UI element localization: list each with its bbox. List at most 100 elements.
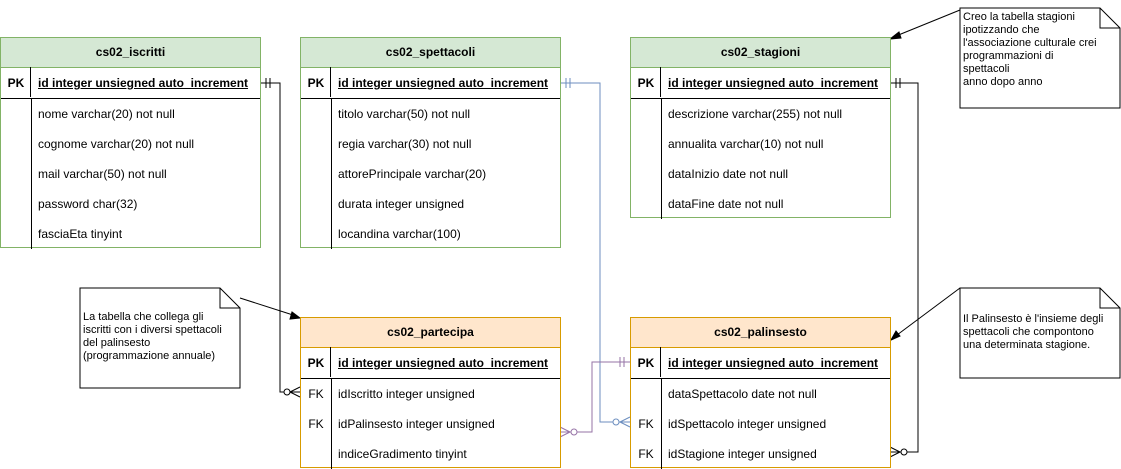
column-divider <box>661 99 662 219</box>
note-line: una determinata stagione. <box>963 339 1091 351</box>
note-line: del palinsesto <box>83 337 151 349</box>
note-stagioni: Creo la tabella stagioni ipotizzando che… <box>960 8 1100 108</box>
field-name: idStagione integer unsigned <box>668 447 817 461</box>
field-name: regia varchar(30) not null <box>338 137 472 151</box>
pk-row: PK id integer unsiegned auto_increment <box>1 68 260 99</box>
note-partecipa: La tabella che collega gli iscritti con … <box>80 308 240 388</box>
note-line: ipotizzando che <box>963 24 1040 36</box>
link-spettacoli-one-marker <box>565 78 571 88</box>
entity-palinsesto[interactable]: cs02_palinsesto PK id integer unsiegned … <box>630 317 891 469</box>
field-row: locandina varchar(100) <box>301 219 560 249</box>
note-palinsesto-shape <box>959 287 1121 379</box>
pk-divider <box>330 67 331 97</box>
note-line: Il Palinsesto è l'insieme degli <box>963 313 1104 325</box>
field-row: fasciaEta tinyint <box>1 219 260 249</box>
field-name: durata integer unsigned <box>338 197 465 211</box>
key-label: PK <box>637 356 655 370</box>
note-line: l'associazione culturale crei <box>963 37 1097 49</box>
entity-partecipa[interactable]: cs02_partecipa PK id integer unsiegned a… <box>300 317 561 469</box>
column-divider <box>331 379 332 469</box>
key-label: FK <box>638 417 654 431</box>
link-palinsesto-many-marker-blue <box>612 416 631 428</box>
field-name: id integer unsiegned auto_increment <box>38 76 249 90</box>
field-name: attorePrincipale varchar(20) <box>338 167 487 181</box>
field-name: titolo varchar(50) not null <box>338 107 471 121</box>
field-row: regia varchar(30) not null <box>301 129 560 159</box>
field-row: mail varchar(50) not null <box>1 159 260 189</box>
pk-divider <box>330 347 331 377</box>
entity-iscritti[interactable]: cs02_iscritti PK id integer unsiegned au… <box>0 37 261 249</box>
column-divider <box>661 379 662 469</box>
pk-row: PK id integer unsiegned auto_increment <box>301 348 560 379</box>
link-palinsesto-many-marker-black <box>889 446 908 458</box>
link-partecipa-many-marker <box>283 386 301 398</box>
field-name: idIscritto integer unsigned <box>338 387 475 401</box>
entity-stagioni[interactable]: cs02_stagioni PK id integer unsiegned au… <box>630 37 891 219</box>
note-line: spettacoli che compontono <box>963 326 1094 338</box>
field-name: idPalinsesto integer unsigned <box>338 417 495 431</box>
note-line: anno dopo anno <box>963 76 1043 88</box>
field-row: dataSpettacolo date not null <box>631 379 890 409</box>
key-label: FK <box>308 417 324 431</box>
note-line: La tabella che collega gli <box>83 311 204 323</box>
field-name: id integer unsiegned auto_increment <box>338 356 549 370</box>
field-row: titolo varchar(50) not null <box>301 99 560 129</box>
field-row: FK idPalinsesto integer unsigned <box>301 409 560 439</box>
pk-row: PK id integer unsiegned auto_increment <box>631 68 890 99</box>
field-name: id integer unsiegned auto_increment <box>668 76 879 90</box>
field-name: dataSpettacolo date not null <box>668 387 817 401</box>
field-name: fasciaEta tinyint <box>38 227 123 241</box>
entity-title: cs02_partecipa <box>301 318 560 348</box>
link-stagioni-palinsesto <box>890 82 919 453</box>
key-label: PK <box>637 76 655 90</box>
key-label: PK <box>307 356 325 370</box>
link-palinsesto-one-marker <box>619 357 625 367</box>
field-row: FK idStagione integer unsigned <box>631 439 890 469</box>
pk-row: PK id integer unsiegned auto_increment <box>631 348 890 379</box>
note-line: Creo la tabella stagioni <box>963 11 1075 23</box>
column-divider <box>31 99 32 249</box>
pk-divider <box>30 67 31 97</box>
field-row: durata integer unsigned <box>301 189 560 219</box>
note-stagioni-fold <box>1099 8 1120 29</box>
link-stagioni-one-marker <box>895 78 901 88</box>
link-spettacoli-palinsesto <box>560 82 630 423</box>
field-name: password char(32) <box>38 197 138 211</box>
entity-title: cs02_iscritti <box>1 38 260 68</box>
field-name: idSpettacolo integer unsigned <box>668 417 827 431</box>
field-name: id integer unsiegned auto_increment <box>668 356 879 370</box>
field-name: annualita varchar(10) not null <box>668 137 824 151</box>
field-name: descrizione varchar(255) not null <box>668 107 843 121</box>
field-row: dataInizio date not null <box>631 159 890 189</box>
note-partecipa-shape <box>79 287 241 389</box>
field-name: mail varchar(50) not null <box>38 167 167 181</box>
column-divider <box>331 99 332 249</box>
entity-spettacoli[interactable]: cs02_spettacoli PK id integer unsiegned … <box>300 37 561 249</box>
field-row: nome varchar(20) not null <box>1 99 260 129</box>
pk-divider <box>660 67 661 97</box>
field-row: indiceGradimento tinyint <box>301 439 560 469</box>
field-row: cognome varchar(20) not null <box>1 129 260 159</box>
entity-title: cs02_palinsesto <box>631 318 890 348</box>
field-row: FK idSpettacolo integer unsigned <box>631 409 890 439</box>
note-line: programmazioni di spettacoli <box>963 50 1054 75</box>
entity-title: cs02_stagioni <box>631 38 890 68</box>
field-row: attorePrincipale varchar(20) <box>301 159 560 189</box>
note-palinsesto-fold <box>1099 288 1120 309</box>
link-partecipa-many-marker-purple <box>559 426 578 438</box>
field-row: descrizione varchar(255) not null <box>631 99 890 129</box>
note-line: iscritti con i diversi spettacoli <box>83 324 222 336</box>
field-row: dataFine date not null <box>631 189 890 219</box>
key-label: PK <box>307 76 325 90</box>
pk-divider <box>660 347 661 377</box>
field-name: locandina varchar(100) <box>338 227 461 241</box>
entity-title: cs02_spettacoli <box>301 38 560 68</box>
note-partecipa-fold <box>219 288 240 309</box>
field-name: indiceGradimento tinyint <box>338 447 467 461</box>
field-name: nome varchar(20) not null <box>38 107 175 121</box>
field-row: password char(32) <box>1 189 260 219</box>
link-iscritti-partecipa <box>260 82 300 393</box>
key-label: FK <box>638 447 654 461</box>
